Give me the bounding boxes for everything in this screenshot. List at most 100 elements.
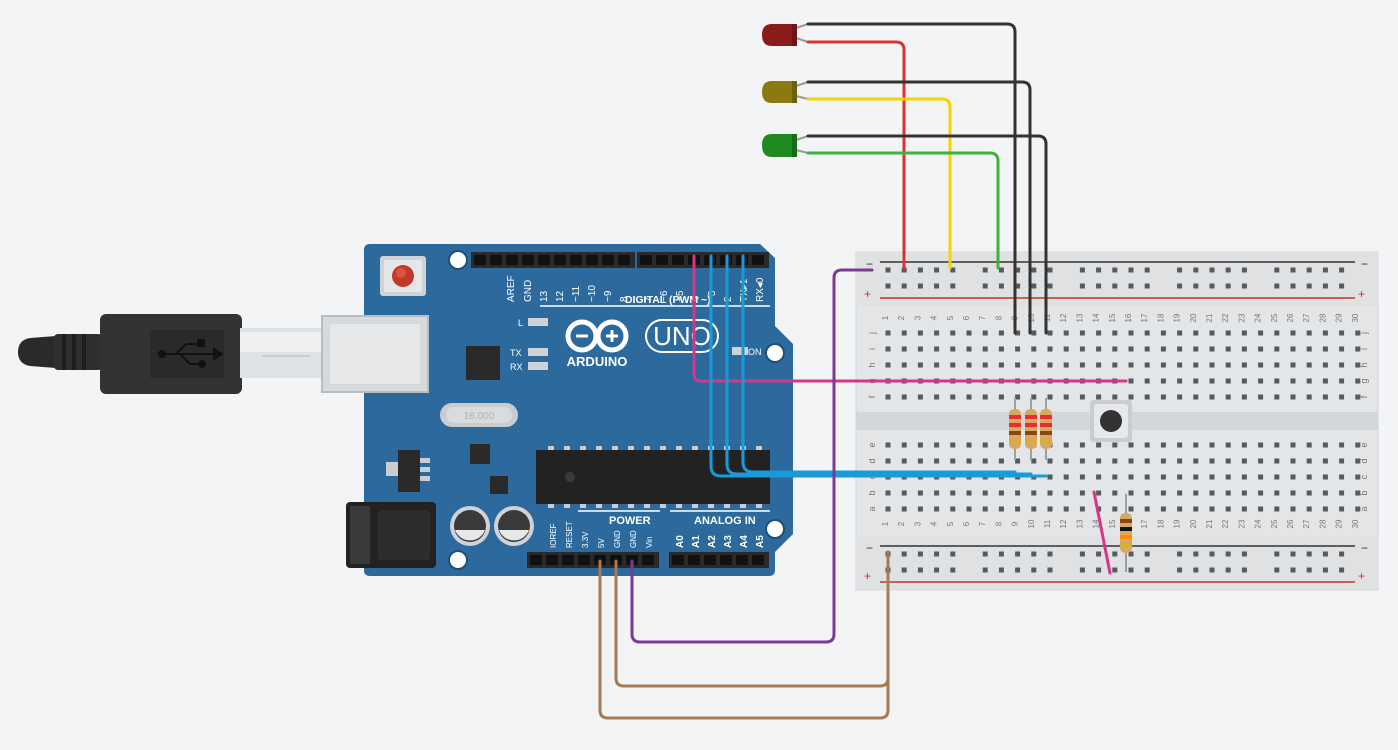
breadboard-hole[interactable]	[1225, 346, 1231, 352]
breadboard-hole[interactable]	[1128, 362, 1134, 368]
header-pin[interactable]	[538, 255, 550, 265]
breadboard-hole[interactable]	[1209, 567, 1215, 573]
breadboard-hole[interactable]	[885, 506, 891, 512]
breadboard-hole[interactable]	[1355, 378, 1361, 384]
breadboard-hole[interactable]	[1241, 267, 1247, 273]
breadboard-hole[interactable]	[901, 567, 907, 573]
breadboard-hole[interactable]	[1209, 283, 1215, 289]
breadboard-hole[interactable]	[1063, 490, 1069, 496]
breadboard-hole[interactable]	[1079, 394, 1085, 400]
breadboard-hole[interactable]	[1079, 490, 1085, 496]
breadboard-hole[interactable]	[917, 330, 923, 336]
breadboard-hole[interactable]	[1322, 474, 1328, 480]
breadboard-hole[interactable]	[998, 346, 1004, 352]
breadboard-hole[interactable]	[1258, 394, 1264, 400]
wire-green-led-anode[interactable]	[806, 151, 1000, 270]
breadboard-hole[interactable]	[1079, 362, 1085, 368]
breadboard-hole[interactable]	[1274, 551, 1280, 557]
breadboard-hole[interactable]	[1290, 474, 1296, 480]
breadboard-hole[interactable]	[1144, 283, 1150, 289]
breadboard-hole[interactable]	[1355, 474, 1361, 480]
breadboard-hole[interactable]	[1274, 346, 1280, 352]
breadboard-hole[interactable]	[1339, 267, 1345, 273]
breadboard-hole[interactable]	[1112, 551, 1118, 557]
breadboard-hole[interactable]	[1047, 362, 1053, 368]
breadboard-hole[interactable]	[1290, 442, 1296, 448]
breadboard-hole[interactable]	[982, 458, 988, 464]
breadboard-hole[interactable]	[1079, 267, 1085, 273]
breadboard-hole[interactable]	[1177, 442, 1183, 448]
breadboard-hole[interactable]	[1177, 267, 1183, 273]
breadboard-hole[interactable]	[1128, 490, 1134, 496]
breadboard-hole[interactable]	[1193, 567, 1199, 573]
breadboard-hole[interactable]	[1096, 551, 1102, 557]
breadboard-hole[interactable]	[950, 458, 956, 464]
breadboard-hole[interactable]	[1112, 567, 1118, 573]
header-pin[interactable]	[736, 555, 748, 565]
breadboard-hole[interactable]	[966, 442, 972, 448]
breadboard-hole[interactable]	[934, 567, 940, 573]
push-button[interactable]	[1090, 400, 1132, 442]
breadboard-hole[interactable]	[966, 394, 972, 400]
breadboard-hole[interactable]	[1274, 442, 1280, 448]
breadboard-hole[interactable]	[1306, 551, 1312, 557]
breadboard-hole[interactable]	[950, 362, 956, 368]
breadboard-hole[interactable]	[1096, 474, 1102, 480]
breadboard-hole[interactable]	[950, 346, 956, 352]
breadboard-hole[interactable]	[1063, 442, 1069, 448]
breadboard-hole[interactable]	[1339, 490, 1345, 496]
breadboard-hole[interactable]	[1015, 267, 1021, 273]
breadboard-hole[interactable]	[1160, 394, 1166, 400]
breadboard-hole[interactable]	[1096, 567, 1102, 573]
breadboard-hole[interactable]	[1128, 283, 1134, 289]
breadboard-hole[interactable]	[1339, 283, 1345, 289]
breadboard-hole[interactable]	[1225, 474, 1231, 480]
breadboard-hole[interactable]	[982, 394, 988, 400]
breadboard-hole[interactable]	[1274, 378, 1280, 384]
breadboard-hole[interactable]	[966, 490, 972, 496]
breadboard-hole[interactable]	[1177, 283, 1183, 289]
breadboard-hole[interactable]	[950, 567, 956, 573]
breadboard-hole[interactable]	[1274, 474, 1280, 480]
breadboard-hole[interactable]	[1128, 506, 1134, 512]
breadboard-hole[interactable]	[885, 442, 891, 448]
breadboard-hole[interactable]	[917, 490, 923, 496]
breadboard-hole[interactable]	[1079, 551, 1085, 557]
breadboard-hole[interactable]	[950, 330, 956, 336]
header-pin[interactable]	[506, 255, 518, 265]
breadboard-hole[interactable]	[1112, 506, 1118, 512]
breadboard-hole[interactable]	[998, 551, 1004, 557]
digital-header[interactable]	[471, 252, 635, 268]
wire-yellow-led-cathode[interactable]	[806, 80, 1032, 335]
breadboard-hole[interactable]	[1128, 567, 1134, 573]
breadboard-hole[interactable]	[1339, 378, 1345, 384]
breadboard-hole[interactable]	[1193, 474, 1199, 480]
breadboard-hole[interactable]	[998, 506, 1004, 512]
breadboard-hole[interactable]	[1031, 506, 1037, 512]
header-pin[interactable]	[752, 555, 764, 565]
breadboard-hole[interactable]	[1079, 442, 1085, 448]
breadboard-hole[interactable]	[1322, 551, 1328, 557]
breadboard-hole[interactable]	[1177, 490, 1183, 496]
breadboard-hole[interactable]	[1047, 490, 1053, 496]
breadboard-hole[interactable]	[917, 346, 923, 352]
breadboard-hole[interactable]	[901, 551, 907, 557]
breadboard-hole[interactable]	[1339, 362, 1345, 368]
breadboard-hole[interactable]	[1128, 378, 1134, 384]
header-pin[interactable]	[490, 255, 502, 265]
breadboard-hole[interactable]	[901, 330, 907, 336]
wire-green-led-cathode[interactable]	[806, 134, 1048, 335]
breadboard-hole[interactable]	[934, 267, 940, 273]
breadboard-hole[interactable]	[1225, 490, 1231, 496]
breadboard-hole[interactable]	[950, 490, 956, 496]
breadboard-hole[interactable]	[1225, 458, 1231, 464]
breadboard-hole[interactable]	[1193, 394, 1199, 400]
breadboard-hole[interactable]	[1322, 490, 1328, 496]
breadboard-hole[interactable]	[1241, 330, 1247, 336]
breadboard-hole[interactable]	[1015, 506, 1021, 512]
breadboard-hole[interactable]	[1322, 378, 1328, 384]
breadboard-hole[interactable]	[1177, 567, 1183, 573]
breadboard-hole[interactable]	[1209, 442, 1215, 448]
breadboard-hole[interactable]	[1096, 490, 1102, 496]
breadboard-hole[interactable]	[1144, 442, 1150, 448]
